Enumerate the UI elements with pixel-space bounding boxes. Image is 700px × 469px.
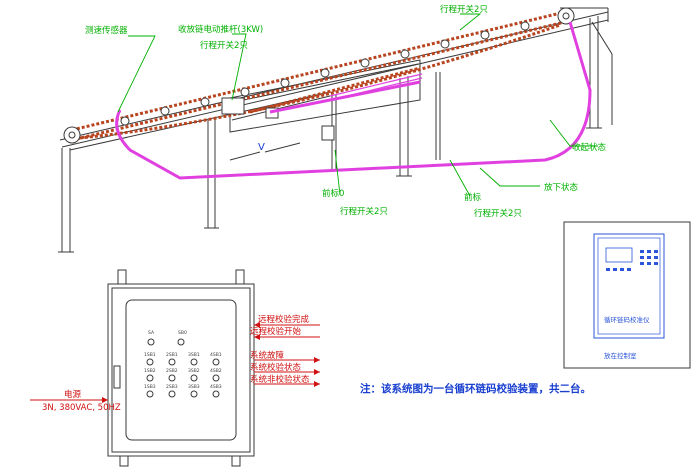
label-speed-sensor: 测速传感器 (85, 25, 128, 36)
lamp (190, 374, 198, 382)
velocity-label: V (258, 142, 265, 153)
lamp (146, 358, 154, 366)
controller-display (605, 247, 633, 263)
signal-remote-start: 远程校验开始 (250, 326, 302, 337)
control-cabinet (107, 269, 255, 467)
lamp (168, 390, 176, 398)
controller-box: 循环链码校准仪 放在控制室 (563, 221, 691, 369)
lamp-sb0 (177, 338, 185, 346)
power-input: 电源 3N, 380VAC, 50HZ (30, 389, 121, 413)
label-sb0: SB0 (178, 330, 187, 336)
controller-keypad (606, 250, 658, 271)
power-spec: 3N, 380VAC, 50HZ (42, 403, 121, 413)
cabinet-controls: SA SB0 1SB1 2SB1 3SB1 4SB1 1SB2 2SB2 3SB… (144, 330, 222, 398)
lamp (168, 374, 176, 382)
lamp-label-11: 3SB3 (188, 384, 200, 390)
signal-fault: 系统故障 (250, 350, 285, 361)
power-label: 电源 (64, 389, 82, 400)
velocity-arrow: V (229, 142, 301, 161)
label-actuator: 收放链电动推杆(3KW) (178, 24, 263, 35)
signal-labels: 远程校验完成 远程校验开始 系统故障 系统校验状态 系统非校验状态 (250, 314, 310, 385)
signal-remote-complete: 远程校验完成 (258, 314, 310, 325)
label-limit-switch-c: 行程开关2只 (340, 206, 388, 217)
chain-rollers (63, 7, 575, 144)
diagram-labels: 测速传感器 收放链电动推杆(3KW) 行程开关2只 行程开关2只 收起状态 放下… (85, 4, 607, 219)
lamp-sa (147, 338, 155, 346)
label-tail-right: 前标 (464, 192, 482, 203)
lamp-label-8: 4SB2 (210, 368, 222, 374)
label-sa: SA (148, 330, 155, 336)
lamp-label-3: 3SB1 (188, 352, 200, 358)
lamp-label-5: 1SB2 (144, 368, 156, 374)
lamp-label-10: 2SB3 (166, 384, 178, 390)
control-cable (115, 21, 592, 180)
lamp (212, 358, 220, 366)
lamp (168, 358, 176, 366)
inner-cable (329, 73, 423, 101)
label-drop-cable: 放下状态 (544, 182, 579, 193)
lamp (146, 374, 154, 382)
lamp-label-2: 2SB1 (166, 352, 178, 358)
label-limit-switch-a: 行程开关2只 (200, 40, 248, 51)
lamp (146, 390, 154, 398)
lamp-label-6: 2SB2 (166, 368, 178, 374)
label-tail-left: 前标0 (322, 188, 344, 199)
lamp (212, 390, 220, 398)
controller-location: 放在控制室 (604, 351, 637, 360)
label-limit-switch-d: 行程开关2只 (474, 208, 522, 219)
leader-lines (117, 13, 598, 197)
lamp (190, 358, 198, 366)
signal-calibrating: 系统校验状态 (250, 362, 302, 373)
signal-not-calibrating: 系统非校验状态 (250, 374, 310, 385)
label-limit-switch-b: 行程开关2只 (440, 4, 488, 15)
lamp-label-1: 1SB1 (144, 352, 156, 358)
support-legs (58, 16, 613, 253)
label-lift-cable: 收起状态 (572, 142, 607, 153)
lamp-label-9: 1SB3 (144, 384, 156, 390)
lamp-label-7: 3SB2 (188, 368, 200, 374)
lamp (212, 374, 220, 382)
lamp-label-4: 4SB1 (210, 352, 222, 358)
signal-lines (254, 324, 320, 385)
controller-device-label: 循环链码校准仪 (604, 315, 650, 324)
signal-arrows (254, 322, 320, 387)
lamp (190, 390, 198, 398)
footnote: 注：该系统图为一台循环链码校验装置，共二台。 (360, 382, 591, 395)
lamp-label-12: 4SB3 (210, 384, 222, 390)
